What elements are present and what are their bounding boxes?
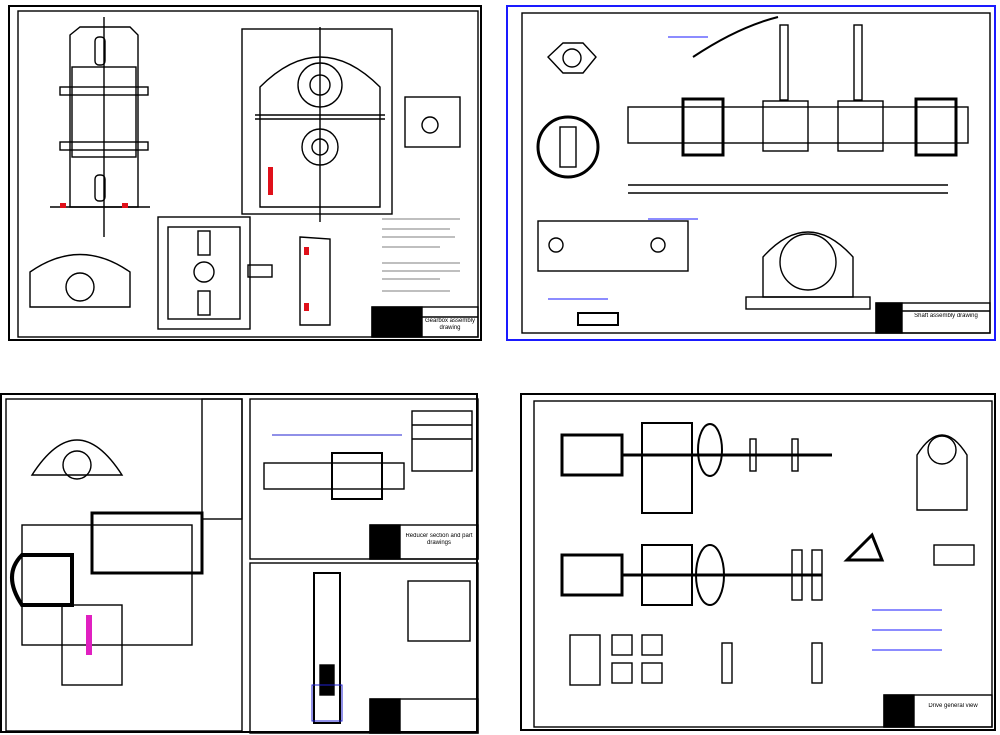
drive-general-view-drawing xyxy=(533,400,993,728)
gearbox-assembly-drawing xyxy=(17,10,479,338)
drawing-sheet-gearbox-assembly[interactable]: Gearbox assembly drawing xyxy=(8,5,482,341)
reducer-section-drawing xyxy=(5,398,479,734)
drawing-sheet-drive-general-view[interactable]: Drive general view xyxy=(520,393,996,731)
drawing-sheet-shaft-assembly[interactable]: Shaft assembly drawing xyxy=(506,5,996,341)
title-block-name: Drive general view xyxy=(916,703,990,719)
title-block-name: Gearbox assembly drawing xyxy=(423,318,477,336)
title-block-name: Shaft assembly drawing xyxy=(903,313,989,331)
shaft-assembly-drawing xyxy=(521,12,991,334)
title-block-name: Reducer section and part drawings xyxy=(402,533,476,553)
drawing-sheet-reducer-section-and-details[interactable]: Reducer section and part drawings xyxy=(0,393,479,734)
